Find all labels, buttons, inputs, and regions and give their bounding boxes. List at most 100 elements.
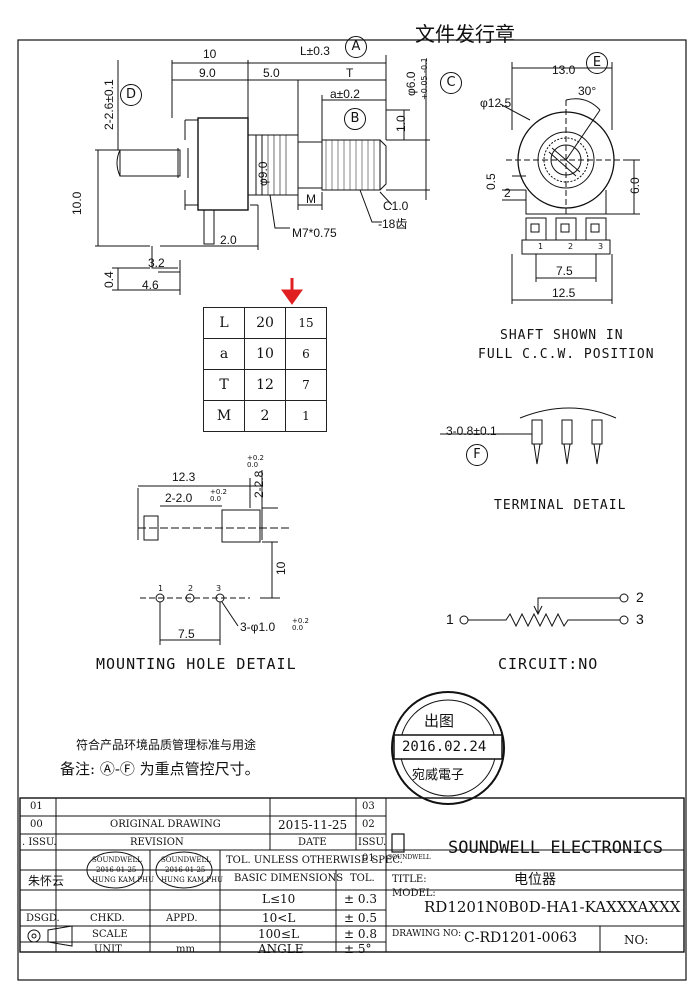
mounting-caption: MOUNTING HOLE DETAIL: [96, 655, 297, 673]
table-row: M 2 1: [203, 400, 327, 432]
table-row: a 10 6: [203, 338, 327, 370]
company-name: SOUNDWELL ELECTRONICS: [448, 838, 663, 858]
terminal-dim: 3-0.8±0.1: [446, 424, 497, 438]
dim-4-6: 4.6: [142, 278, 159, 292]
circuit-drawing: [459, 593, 629, 628]
no-label: NO:: [624, 933, 649, 947]
thread: [297, 141, 323, 189]
table-cell-b: 7: [285, 369, 327, 401]
dsgd-label: DSGD.: [26, 913, 60, 924]
dim-2-6: 2-2.6±0.1: [102, 79, 116, 130]
table-cell-sym: a: [203, 338, 245, 370]
circuit-pin-3: 3: [636, 611, 644, 627]
dim-5-0: 5.0: [263, 66, 280, 80]
tol-row3-dim: 100≤L: [258, 927, 299, 941]
label-D-circle: D: [120, 84, 142, 106]
tol-row3-tol: ± 0.8: [344, 927, 377, 941]
title-label: TITLE:: [392, 874, 427, 885]
rev-01: 01: [30, 801, 43, 812]
tol-row2-dim: 10<L: [262, 911, 296, 925]
terminal-caption: TERMINAL DETAIL: [494, 498, 627, 513]
dim-12-5-front: 12.5: [552, 286, 576, 300]
release-stamp-date: 2016.02.24: [402, 739, 487, 755]
dim-teeth: -18齿: [378, 217, 408, 231]
dim-0-5: 0.5: [484, 173, 498, 190]
mount-dim-12-3: 12.3: [172, 470, 196, 484]
drawing-no-value: C-RD1201-0063: [464, 930, 578, 946]
circuit-pin-1: 1: [446, 611, 454, 627]
header-stamp-text: 文件发行章: [415, 22, 515, 46]
mount-dim-2-2-8-tol: +0.2 0.0: [247, 454, 264, 469]
mount-dim-hole-tol: +0.2 0.0: [292, 617, 309, 632]
title-block-grid: [19, 797, 685, 953]
dim-height: 10.0: [70, 191, 84, 215]
stamp2-name: SOUNDWELL: [161, 856, 211, 864]
table-row: L 20 15: [203, 307, 327, 339]
table-cell-a: 2: [244, 400, 286, 432]
front-view: [499, 62, 640, 304]
table-cell-sym: L: [203, 307, 245, 339]
shaft-caption-line2: FULL C.C.W. POSITION: [478, 347, 655, 362]
terminal-detail-drawing: [440, 407, 617, 465]
terminal-3: [585, 217, 607, 241]
designer-name: 朱怀云: [28, 874, 65, 888]
issu-label: . ISSU.: [22, 837, 57, 848]
title-value: 电位器: [514, 872, 556, 888]
drawing-no-label: DRAWING NO:: [392, 929, 462, 939]
tol-header: TOL. UNLESS OTHERWISE SPEC.: [226, 855, 403, 866]
mount-pin-1: 1: [158, 584, 164, 593]
release-stamp-company: 宛威電子: [412, 768, 465, 783]
mount-pin-3: 3: [216, 584, 222, 593]
dim-0-4: 0.4: [102, 271, 116, 288]
table-cell-b: 6: [285, 338, 327, 370]
table-cell-a: 12: [244, 369, 286, 401]
knurled-shaft: [321, 139, 381, 191]
dim-bushing: φ9.0: [256, 161, 270, 186]
dim-1-0: 1.0: [394, 115, 408, 132]
tol-row2-tol: ± 0.5: [344, 911, 377, 925]
rev-01b: 01: [362, 853, 375, 864]
model-value: RD1201N0B0D-HA1-KAXXXAXXX: [424, 898, 681, 916]
date-label: DATE: [298, 837, 327, 848]
rev-00-desc: ORIGINAL DRAWING: [110, 819, 221, 830]
dim-shaft-dia: φ6.0: [404, 71, 418, 96]
table-cell-b: 15: [285, 307, 327, 339]
label-A-circle: A: [345, 36, 367, 58]
terminal-2: [555, 217, 577, 241]
tol-row1-tol: ± 0.3: [344, 892, 377, 906]
stamp1-date: 2016-01-25: [96, 866, 137, 874]
rev-02: 02: [362, 819, 375, 830]
terminal-1: [525, 217, 547, 241]
dim-12-5-dia: φ12.5: [480, 96, 512, 110]
stamp1-sub: HUNG KAM PHU: [92, 876, 155, 884]
circuit-caption: CIRCUIT:NO: [498, 655, 599, 673]
table-cell-a: 10: [244, 338, 286, 370]
dim-30-deg: 30°: [578, 84, 597, 98]
mount-dim-hole: 3-φ1.0: [240, 620, 276, 634]
note-line-1: 符合产品环境品质管理标准与用途: [76, 738, 257, 752]
stamp2-sub: HUNG KAM PHU: [161, 876, 224, 884]
appd-label: APPD.: [166, 913, 198, 924]
mount-pin-2: 2: [188, 584, 194, 593]
dim-9-0: 9.0: [199, 66, 216, 80]
stamp2-date: 2016-01-25: [165, 866, 206, 874]
dim-T: T: [346, 66, 354, 80]
dim-2: 2: [504, 186, 511, 200]
label-E-circle: E: [586, 52, 608, 74]
dim-10: 10: [203, 47, 217, 61]
release-stamp-title: 出图: [424, 712, 455, 730]
unit-value: mm: [176, 944, 195, 955]
dim-7-5-front: 7.5: [556, 264, 573, 278]
label-F-circle: F: [466, 444, 488, 466]
dim-thread: M7*0.75: [292, 226, 337, 240]
dim-shaft-tol: +0.05 -0.1: [420, 57, 429, 100]
company-logo-text: SOUNDWELL: [388, 854, 431, 861]
circuit-pin-2: 2: [636, 589, 644, 605]
note-line-2: 备注: Ⓐ-Ⓕ 为重点管控尺寸。: [60, 760, 260, 778]
dim-L: L±0.3: [300, 44, 330, 58]
table-cell-b: 1: [285, 400, 327, 432]
mount-dim-2-2-0: 2-2.0: [165, 491, 193, 505]
label-B-circle: B: [344, 108, 366, 130]
dim-chamfer: C1.0: [383, 199, 409, 213]
